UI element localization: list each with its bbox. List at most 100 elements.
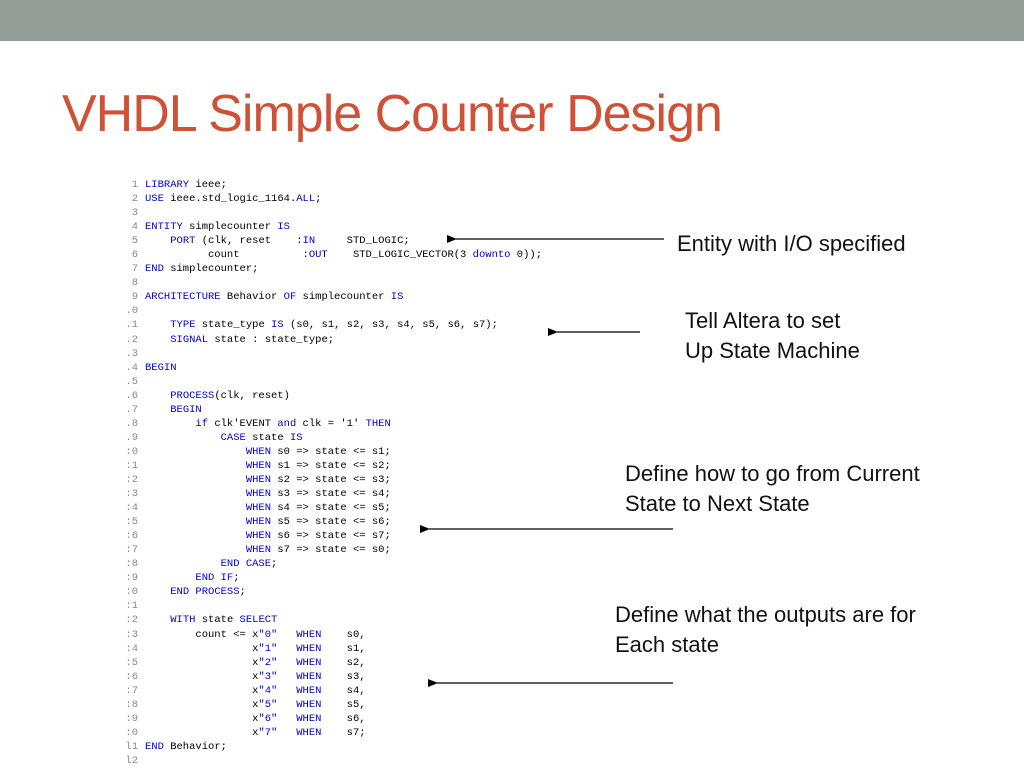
code-keyword: PORT: [170, 235, 196, 248]
code-line: 5 PORT (clk, reset :IN STD_LOGIC;: [124, 234, 594, 248]
line-number: :7: [125, 544, 138, 557]
code-token: ieee;: [189, 179, 227, 191]
line-number: :9: [125, 712, 138, 725]
code-keyword: IS: [271, 319, 284, 332]
code-token: x: [145, 712, 259, 725]
code-token: STD_LOGIC;: [315, 235, 410, 248]
line-number: :3: [125, 628, 138, 641]
code-token: x: [145, 642, 259, 655]
code-keyword: WHEN: [296, 712, 322, 725]
code-line: 2 USE ieee.std_logic_1164.ALL;: [124, 192, 594, 206]
line-number: :0: [125, 726, 138, 739]
line-number: l1: [125, 740, 138, 753]
annotation-entity: Entity with I/O specified: [677, 229, 906, 259]
code-keyword: downto: [472, 249, 511, 262]
line-number: :2: [125, 614, 138, 627]
code-text: WHEN s4 => state <= s5;: [145, 501, 391, 515]
code-keyword: BEGIN: [145, 361, 177, 374]
line-number: :1: [125, 600, 138, 613]
code-token: s5,: [321, 698, 366, 711]
line-number: .5: [125, 375, 138, 388]
line-number: .8: [125, 417, 138, 430]
code-token: Behavior: [220, 291, 284, 304]
code-text: WITH state SELECT: [145, 613, 277, 627]
code-text: WHEN s5 => state <= s6;: [145, 515, 391, 529]
line-number: :1: [125, 459, 138, 472]
code-token: state : state_type;: [208, 333, 335, 346]
line-number: :0: [125, 586, 138, 599]
code-text: x"2" WHEN s2,: [145, 656, 366, 670]
code-line: 4 ENTITY simplecounter IS: [124, 220, 594, 234]
code-token: state: [245, 431, 290, 444]
code-keyword: "3": [258, 670, 278, 683]
code-line: l1 END Behavior;: [124, 740, 594, 754]
line-number: 4: [131, 221, 138, 234]
code-text: x"1" WHEN s1,: [145, 642, 366, 656]
code-text: if clk'EVENT and clk = '1' THEN: [145, 417, 391, 431]
code-keyword: WHEN: [245, 488, 272, 501]
line-number: .9: [125, 431, 138, 444]
code-line: :9 x"6" WHEN s6,: [124, 712, 594, 726]
code-token: x: [145, 656, 259, 669]
code-token: s2,: [321, 656, 366, 669]
code-text: BEGIN: [145, 361, 177, 375]
code-token: Behavior;: [163, 740, 227, 753]
code-text: x"7" WHEN s7;: [145, 726, 365, 740]
code-line: :3 count <= x"0" WHEN s0,: [124, 628, 594, 642]
code-token: ;: [315, 193, 322, 206]
code-line: :7 WHEN s7 => state <= s0;: [124, 543, 594, 557]
code-keyword: END IF: [195, 572, 234, 585]
line-number: :2: [125, 473, 138, 486]
code-token: ;: [233, 572, 240, 585]
code-text: x"4" WHEN s4,: [145, 684, 365, 698]
code-token: state: [195, 614, 240, 627]
line-number: :5: [125, 656, 138, 669]
code-line: :5 WHEN s5 => state <= s6;: [124, 515, 594, 529]
code-text: CASE state IS: [145, 431, 303, 445]
line-number: .6: [125, 389, 138, 402]
code-keyword: WHEN: [245, 544, 272, 557]
code-token: s5 => state <= s6;: [271, 516, 391, 529]
line-number: :8: [125, 558, 138, 571]
line-number: .4: [125, 361, 138, 374]
code-token: s1 => state <= s2;: [271, 459, 391, 472]
code-keyword: and: [277, 417, 297, 430]
code-line: .6 PROCESS(clk, reset): [124, 389, 594, 403]
code-text: WHEN s6 => state <= s7;: [145, 529, 391, 543]
code-token: simplecounter: [182, 221, 278, 234]
code-token: ;: [271, 558, 278, 571]
line-number: 5: [131, 235, 138, 248]
line-number: :9: [125, 572, 138, 585]
code-keyword: ENTITY: [145, 221, 183, 234]
code-token: x: [145, 684, 259, 697]
code-text: WHEN s2 => state <= s3;: [145, 473, 391, 487]
line-number: .1: [125, 319, 138, 332]
code-keyword: WHEN: [296, 656, 322, 669]
line-number: 2: [131, 193, 138, 206]
code-token: clk = '1': [296, 417, 366, 430]
code-text: count :OUT STD_LOGIC_VECTOR(3 downto 0))…: [145, 248, 542, 262]
code-token: s1,: [321, 642, 366, 655]
code-line: :1 WHEN s1 => state <= s2;: [124, 459, 594, 473]
line-number: :6: [125, 530, 138, 543]
line-number: 8: [131, 277, 138, 290]
code-keyword: WHEN: [245, 516, 272, 529]
code-token: s2 => state <= s3;: [271, 473, 391, 486]
code-token: (s0, s1, s2, s3, s4, s5, s6, s7);: [283, 319, 498, 332]
code-keyword: "0": [258, 628, 278, 641]
code-text: END PROCESS;: [145, 585, 246, 599]
code-text: USE ieee.std_logic_1164.ALL;: [145, 192, 321, 206]
code-line: :6 WHEN s6 => state <= s7;: [124, 529, 594, 543]
code-line: :0 END PROCESS;: [124, 585, 594, 599]
code-line: 8: [124, 276, 594, 290]
line-number: :3: [125, 488, 138, 501]
code-keyword: "6": [258, 712, 278, 725]
code-keyword: IS: [277, 221, 290, 234]
code-line: :4 WHEN s4 => state <= s5;: [124, 501, 594, 515]
code-line: :3 WHEN s3 => state <= s4;: [124, 487, 594, 501]
code-line: 6 count :OUT STD_LOGIC_VECTOR(3 downto 0…: [124, 248, 594, 262]
code-keyword: THEN: [365, 417, 391, 430]
code-keyword: IN: [302, 235, 316, 248]
code-keyword: END: [145, 740, 164, 753]
